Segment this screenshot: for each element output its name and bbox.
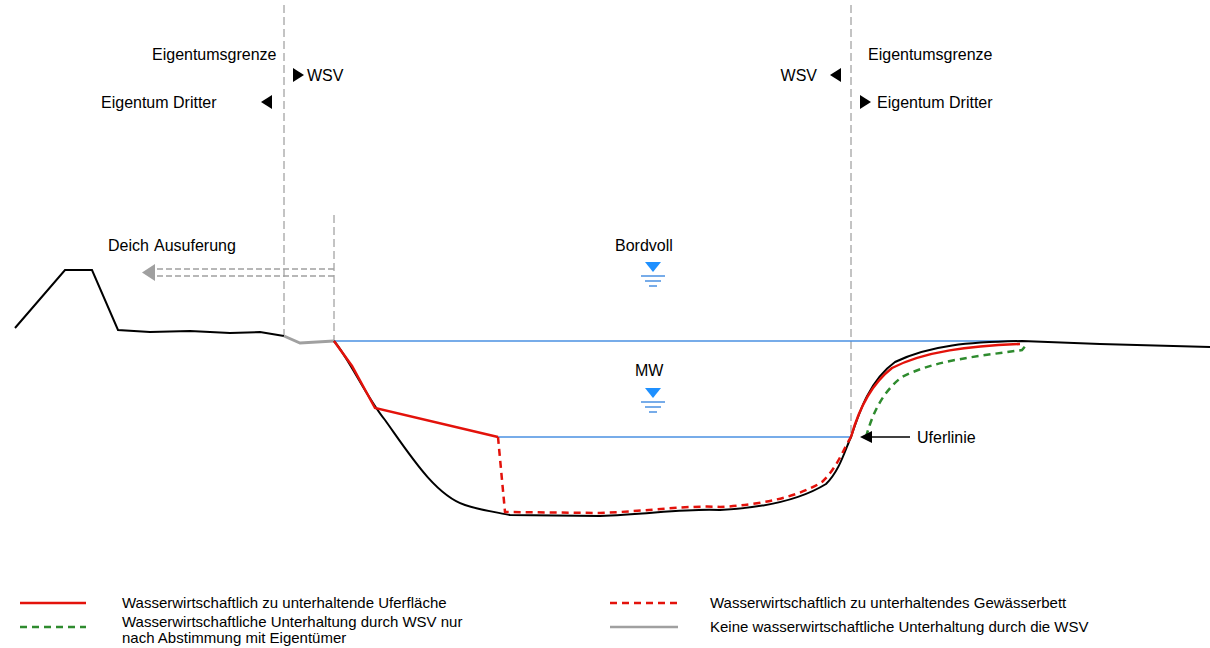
boundary-line	[284, 5, 285, 335]
legend-text: Wasserwirtschaftliche Unterhaltung durch…	[122, 614, 467, 646]
grey-bank	[284, 336, 334, 343]
legend-text: Wasserwirtschaftlich zu unterhaltende Uf…	[122, 595, 447, 611]
owner-label: WSV	[307, 66, 343, 85]
channel-profile	[334, 341, 1210, 516]
flood-label: Ausuferung	[154, 236, 236, 255]
side-marker	[261, 95, 272, 109]
owner-label: WSV	[781, 66, 817, 85]
side-marker	[860, 95, 871, 109]
legend-text: Keine wasserwirtschaftliche Unterhaltung…	[710, 619, 1089, 635]
legend-sample	[610, 602, 678, 605]
boundary-line	[334, 215, 335, 340]
arrow-head	[142, 264, 155, 281]
dike-terrain	[15, 270, 284, 336]
dike-label: Deich	[108, 236, 149, 255]
bank-maintained	[334, 341, 498, 437]
side-marker	[293, 68, 304, 82]
water-level-label: Bordvoll	[615, 236, 673, 255]
leader-arrow	[862, 436, 910, 438]
bank-consultation	[866, 343, 1028, 437]
boundary-line	[851, 5, 852, 437]
owner-label: Eigentum Dritter	[877, 93, 993, 112]
legend-sample	[20, 626, 86, 629]
shoreline-label: Uferlinie	[917, 428, 976, 447]
legend-sample	[20, 602, 86, 605]
boundary-label: Eigentumsgrenze	[868, 45, 993, 64]
water-line	[498, 436, 851, 438]
water-level-label: MW	[635, 361, 663, 380]
owner-label: Eigentum Dritter	[101, 93, 217, 112]
side-marker	[830, 68, 841, 82]
water-line	[334, 340, 1022, 342]
bed-maintained	[498, 437, 851, 513]
boundary-label: Eigentumsgrenze	[152, 45, 277, 64]
legend-sample	[610, 626, 678, 629]
bank-maintained	[851, 344, 1020, 437]
legend-text: Wasserwirtschaftlich zu unterhaltendes G…	[710, 595, 1066, 611]
